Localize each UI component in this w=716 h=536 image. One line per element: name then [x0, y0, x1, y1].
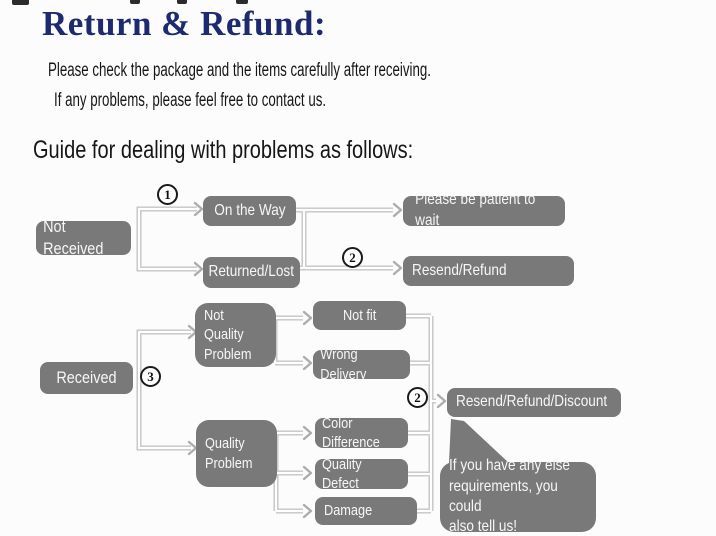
top-crop-artifact	[12, 0, 29, 5]
node-label: Not Quality Problem	[204, 306, 252, 363]
page-title: Return & Refund:	[42, 4, 327, 43]
step-marker-2-bottom: 2	[407, 387, 428, 408]
node-wrong-delivery: Wrong Delivery	[313, 346, 410, 383]
guide-heading: Guide for dealing with problems as follo…	[33, 136, 508, 165]
node-quality-problem: Quality Problem	[196, 420, 277, 487]
node-not-received: Not Received	[36, 217, 131, 258]
node-label: Wrong Delivery	[320, 346, 367, 383]
node-label: Damage	[324, 502, 373, 520]
node-resend-refund: Resend/Refund	[403, 256, 574, 286]
arrow-icon	[436, 393, 447, 409]
node-quality-defect: Quality Defect	[315, 456, 408, 492]
node-received: Received	[40, 362, 133, 394]
arrow-icon	[302, 425, 313, 441]
node-please-be-patient: Please be patient to wait	[403, 191, 565, 229]
arrow-icon	[193, 261, 204, 277]
node-label: Returned/Lost	[208, 263, 295, 281]
subtitle-line-2-text: If any problems, please feel free to con…	[54, 90, 327, 111]
node-not-quality-problem: Not Quality Problem	[195, 303, 276, 367]
note-speech-bubble-text: If you have any else requirements, you c…	[449, 457, 570, 536]
top-crop-artifact	[236, 0, 248, 4]
step-marker-1-number: 1	[164, 186, 171, 202]
node-resend-refund-discount: Resend/Refund/Discount	[447, 388, 621, 417]
arrow-icon	[302, 355, 313, 371]
step-marker-3: 3	[140, 366, 161, 387]
node-on-the-way: On the Way	[203, 196, 296, 226]
node-label: Not Received	[43, 216, 104, 258]
top-crop-artifact	[130, 0, 140, 4]
node-label: Color Difference	[321, 414, 380, 452]
arrow-icon	[392, 202, 403, 218]
arrow-icon	[392, 260, 403, 276]
step-marker-3-number: 3	[147, 368, 154, 384]
guide-heading-text: Guide for dealing with problems as follo…	[33, 136, 414, 164]
step-marker-1: 1	[157, 184, 178, 205]
subtitle-line-1: Please check the package and the items c…	[48, 60, 595, 82]
step-marker-2-number: 2	[414, 389, 421, 405]
step-marker-2-number: 2	[349, 249, 356, 265]
subtitle-line-1-text: Please check the package and the items c…	[48, 60, 431, 81]
speech-bubble-tail	[449, 419, 509, 463]
node-color-difference: Color Difference	[315, 415, 408, 451]
step-marker-2-top: 2	[342, 247, 363, 268]
arrow-icon	[302, 465, 313, 481]
node-label: On the Way	[213, 201, 286, 219]
node-not-fit: Not fit	[313, 301, 406, 330]
node-label: Received	[56, 367, 117, 387]
node-label: Quality Problem	[205, 435, 253, 472]
arrow-icon	[302, 503, 313, 519]
arrow-icon	[193, 201, 204, 217]
node-damage: Damage	[315, 497, 417, 525]
node-label: Resend/Refund/Discount	[456, 393, 608, 411]
node-returned-lost: Returned/Lost	[203, 257, 300, 288]
node-label: Resend/Refund	[412, 261, 507, 279]
arrow-icon	[302, 310, 313, 326]
note-speech-bubble: If you have any else requirements, you c…	[440, 457, 596, 535]
subtitle-line-2: If any problems, please feel free to con…	[54, 90, 443, 112]
top-crop-artifact	[177, 0, 187, 4]
node-label: Please be patient to wait	[415, 191, 536, 229]
node-label: Quality Defect	[321, 455, 362, 493]
node-label: Not fit	[342, 306, 377, 324]
